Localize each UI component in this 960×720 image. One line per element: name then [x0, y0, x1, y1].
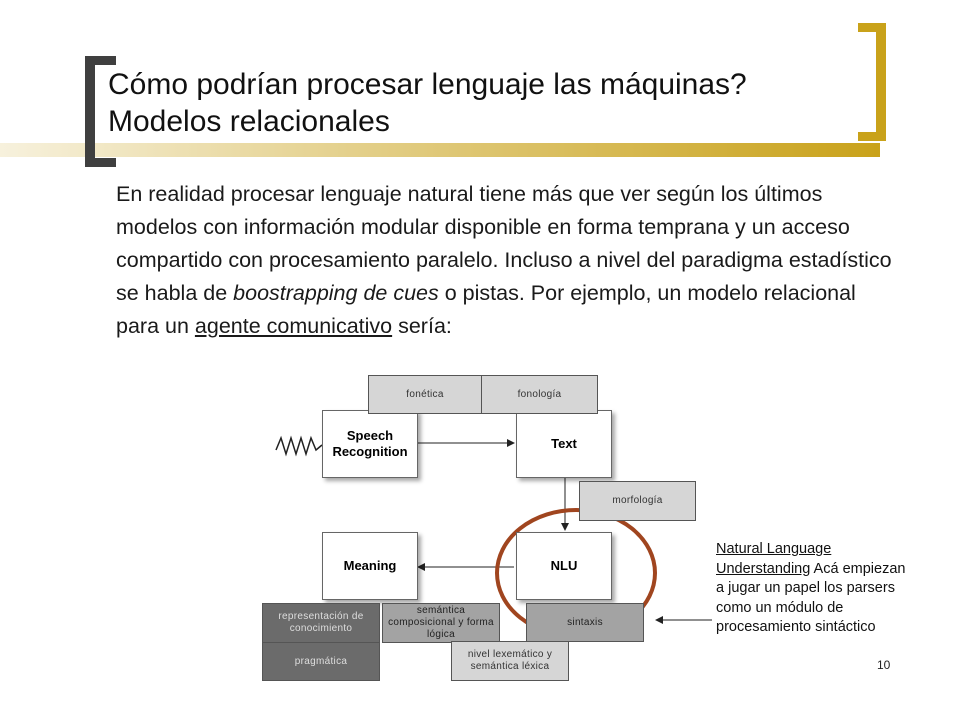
- body-part-2: o pistas. Por ejemplo, un modelo relacio…: [116, 281, 856, 338]
- tag-pragmatica: pragmática: [262, 642, 380, 681]
- tag-fonetica: fonética: [368, 375, 482, 414]
- nlu-note: Natural Language Understanding Acá empie…: [716, 540, 916, 638]
- right-bracket-bottom: [858, 132, 886, 141]
- slide-title: Cómo podrían procesar lenguaje las máqui…: [108, 68, 747, 138]
- body-link-agente[interactable]: agente comunicativo: [194, 314, 393, 338]
- right-bracket-top: [858, 23, 886, 32]
- nlu-note-text: Acá empiezan a jugar un papel los parser…: [716, 560, 906, 636]
- left-bracket: [85, 56, 95, 167]
- title-underline-bar: [0, 143, 880, 157]
- tag-morfologia: morfología: [579, 481, 696, 521]
- nlu-note-link[interactable]: Natural Language Understanding: [716, 541, 832, 577]
- speech-recognition-module: Speech Recognition: [322, 410, 418, 478]
- body-part-3: sería:: [392, 314, 452, 338]
- body-part-1: En realidad procesar lenguaje natural ti…: [116, 182, 892, 305]
- meaning-module: Meaning: [322, 532, 418, 600]
- tag-fonologia: fonología: [481, 375, 598, 414]
- left-bracket-bottom: [85, 158, 116, 167]
- slide-body: En realidad procesar lenguaje natural ti…: [116, 178, 896, 343]
- text-module: Text: [516, 410, 612, 478]
- tag-representacion: representación de conocimiento: [262, 603, 380, 643]
- nlu-module: NLU: [516, 532, 612, 600]
- tag-semantica-composicional: semántica composicional y forma lógica: [382, 603, 500, 643]
- body-emphasis: boostrapping de cues: [233, 281, 439, 305]
- right-bracket: [876, 23, 886, 141]
- left-bracket-top: [85, 56, 116, 65]
- page-number: 10: [877, 658, 891, 672]
- tag-nivel-lexematico: nivel lexemático y semántica léxica: [451, 641, 569, 681]
- audio-waveform: [275, 435, 323, 457]
- tag-sintaxis: sintaxis: [526, 603, 644, 642]
